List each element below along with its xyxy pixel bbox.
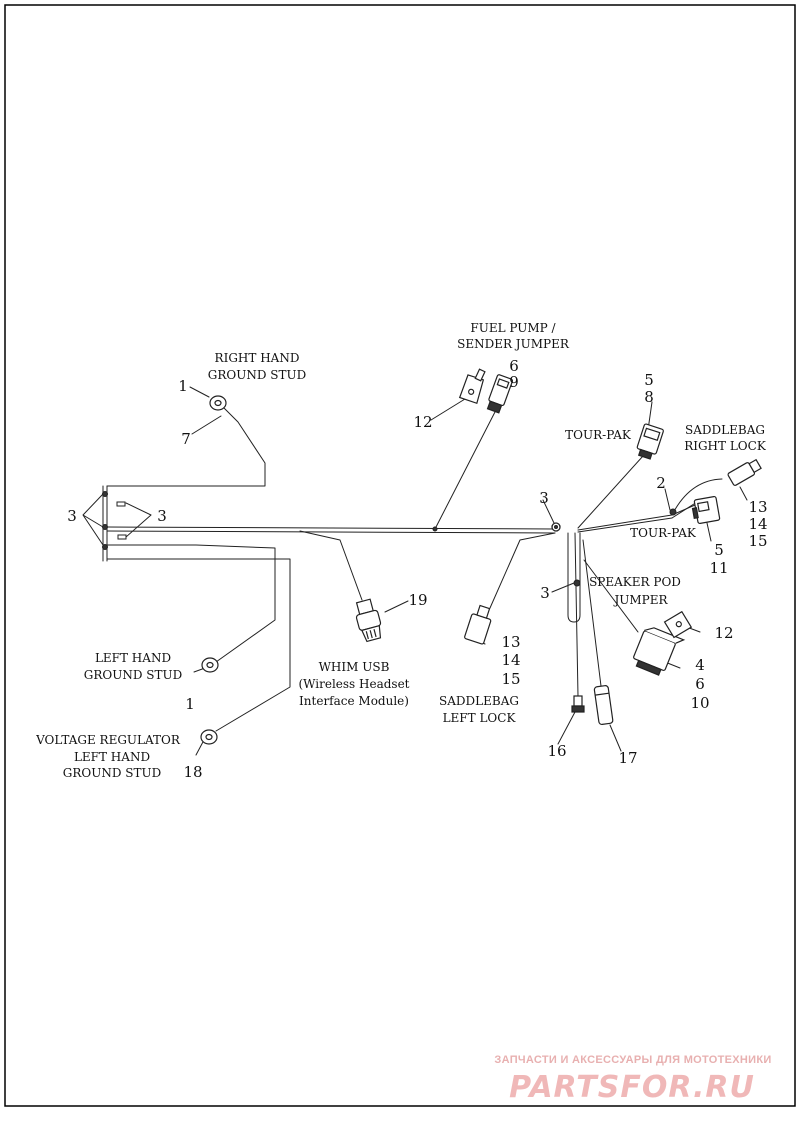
- saddlebag-left-wire: [489, 532, 556, 609]
- main-trunk: [106, 526, 556, 534]
- speaker-pod-label-2: JUMPER: [612, 593, 668, 607]
- saddlebag-left-label-2: LEFT LOCK: [443, 711, 517, 725]
- lh-stud-wire: [106, 544, 276, 663]
- callout-saddlebag-right-c: 14: [748, 515, 767, 533]
- callout-vr-stud: 18: [183, 763, 202, 781]
- callout-left-clips-a: 3: [67, 507, 77, 525]
- clip-2: [669, 508, 677, 516]
- watermark-logo: PARTSFOR.RU: [509, 1070, 755, 1105]
- saddlebag-right-connector: [727, 458, 762, 486]
- fuel-pump-wire: [434, 409, 497, 530]
- vr-label-2: LEFT HAND: [74, 750, 150, 764]
- splice-mid: [573, 579, 581, 587]
- whim-label-3: Interface Module): [299, 694, 409, 708]
- callout-rh-stud-b: 7: [181, 430, 191, 448]
- tour-pak-lower-label: TOUR-PAK: [630, 526, 697, 540]
- speaker-pod-mount: [663, 610, 693, 639]
- saddlebag-left-label-1: SADDLEBAG: [439, 694, 519, 708]
- whim-label-2: (Wireless Headset: [298, 677, 409, 691]
- tour-pak-upper-label: TOUR-PAK: [565, 428, 632, 442]
- speaker-pod-connector: [633, 627, 686, 676]
- fuel-pump-connector: [486, 374, 514, 414]
- callout-bottom-17: 17: [618, 749, 637, 767]
- callout-splice-top: 3: [539, 489, 549, 507]
- callout-whim: 19: [408, 591, 427, 609]
- speaker-loop: [567, 532, 581, 623]
- vr-stud-wire: [106, 558, 291, 732]
- fuel-pump-label-2: SENDER JUMPER: [457, 337, 570, 351]
- saddlebag-right-label-2: RIGHT LOCK: [684, 439, 767, 453]
- whim-label-1: WHIM USB: [319, 660, 390, 674]
- callout-tour-pak-lower-b: 11: [709, 559, 728, 577]
- tour-pak-upper-wire: [577, 455, 644, 529]
- callout-tour-pak-upper-b: 8: [644, 388, 654, 406]
- callout-speaker-pod-c: 6: [695, 675, 705, 693]
- callout-lh-stud: 1: [185, 695, 195, 713]
- callout-fuel-pump-a: 6: [509, 357, 519, 375]
- watermark-tagline: ЗАПЧАСТИ И АКСЕССУАРЫ ДЛЯ МОТОТЕХНИКИ: [494, 1054, 771, 1066]
- fuel-pump-mount: [458, 368, 486, 405]
- clips: [102, 491, 677, 587]
- saddlebag-right-label-1: SADDLEBAG: [685, 423, 765, 437]
- callout-tour-pak-upper-a: 5: [644, 371, 654, 389]
- bottom-wire-17: [582, 539, 602, 687]
- rh-stud-label-2: GROUND STUD: [208, 368, 306, 382]
- callout-saddlebag-right-d: 15: [748, 532, 767, 550]
- saddlebag-right-lead: [671, 478, 723, 516]
- whim-usb-connector: [355, 598, 382, 643]
- tour-pak-lower-connector: [691, 495, 721, 525]
- tour-pak-upper-connector: [636, 423, 664, 460]
- callout-speaker-pod-d: 10: [690, 694, 709, 712]
- ring-terminals: [200, 395, 227, 745]
- callout-saddlebag-left-a: 13: [501, 633, 520, 651]
- lh-stud-label-2: GROUND STUD: [84, 668, 182, 682]
- connector-17: [593, 685, 614, 726]
- callout-fuel-pump-c: 12: [413, 413, 432, 431]
- speaker-pod-label-1: SPEAKER POD: [589, 575, 681, 589]
- callout-tour-pak-lower-a: 5: [714, 541, 724, 559]
- callout-fuel-pump-b: 9: [509, 373, 519, 391]
- callout-bottom-16: 16: [547, 742, 566, 760]
- fuel-pump-label-1: FUEL PUMP /: [470, 321, 556, 335]
- callout-splice-mid: 3: [540, 584, 550, 602]
- callout-saddlebag-right-b: 13: [748, 498, 767, 516]
- rh-stud-label-1: RIGHT HAND: [215, 351, 300, 365]
- saddlebag-left-connector: [464, 604, 492, 645]
- lh-stud-label-1: LEFT HAND: [95, 651, 171, 665]
- rh-stud-wire: [106, 407, 266, 487]
- callout-rh-stud-a: 1: [178, 377, 188, 395]
- callout-left-clips-b: 3: [157, 507, 167, 525]
- connector-16: [571, 695, 585, 713]
- vr-label-1: VOLTAGE REGULATOR: [35, 733, 181, 747]
- callout-speaker-pod-a: 12: [714, 624, 733, 642]
- page-border: [4, 4, 796, 1107]
- callout-saddlebag-left-b: 14: [501, 651, 520, 669]
- vr-label-3: GROUND STUD: [63, 766, 161, 780]
- callout-speaker-pod-b: 4: [695, 656, 705, 674]
- whim-wire: [299, 530, 363, 601]
- connectors: [355, 368, 762, 726]
- bottom-wire-16: [574, 532, 579, 697]
- speaker-pod-wire: [583, 559, 639, 633]
- tour-pak-lower-lead: [671, 501, 698, 519]
- callout-saddlebag-left-c: 15: [501, 670, 520, 688]
- callout-saddlebag-right-a: 2: [656, 474, 666, 492]
